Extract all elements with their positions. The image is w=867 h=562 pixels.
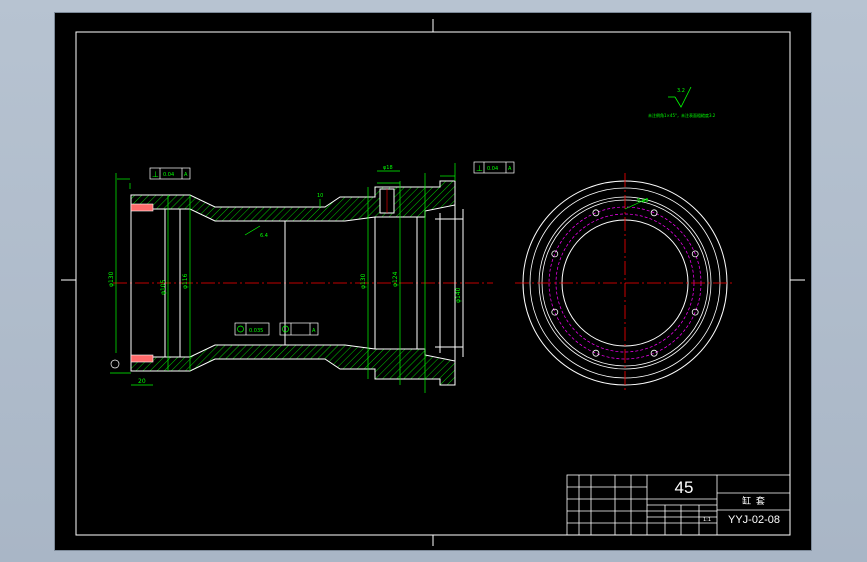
tolerance-frame-left — [149, 167, 191, 180]
roughness-value: 3.2 — [677, 88, 685, 94]
dim-right-bore: φ130 — [360, 273, 367, 289]
dimension-lines — [110, 163, 456, 393]
tol-right-datum: A — [508, 166, 512, 172]
bolt-holes — [551, 209, 699, 357]
scale-value: 1:1 — [703, 517, 711, 523]
bolt-hole — [592, 349, 600, 357]
part-name-label: 缸 套 — [742, 497, 766, 507]
dim-roughness-section: 6.4 — [260, 233, 268, 239]
dim-holes: 8-φ8 — [637, 198, 648, 204]
tolerance-frame-right — [473, 161, 515, 174]
dim-right-outer: φ140 — [455, 287, 462, 303]
tol-left-datum: A — [184, 172, 188, 178]
dim-groove: φ18 — [383, 165, 393, 171]
bolt-hole — [691, 308, 699, 316]
tolerance-frame-coaxial — [234, 322, 319, 336]
tol-coaxial-value: 0.035 — [249, 328, 263, 334]
dim-width-10: 10 — [317, 193, 323, 199]
title-block — [566, 474, 791, 536]
dim-flange: φ124 — [392, 271, 399, 287]
datum-marker — [110, 359, 120, 369]
tol-coaxial-datum: A — [312, 328, 316, 334]
note-text: 未注倒角1×45°，未注表面粗糙度3.2 — [648, 112, 716, 118]
bolt-hole — [650, 209, 658, 217]
tol-left-value: 0.04 — [163, 172, 174, 178]
material-label: 45 — [674, 478, 694, 497]
bolt-hole — [551, 308, 559, 316]
dim-left-outer: φ130 — [108, 271, 115, 287]
drawing-code-label: YYJ-02-08 — [728, 514, 780, 526]
lower-wall-section — [130, 344, 456, 386]
dim-mid: φ116 — [182, 273, 189, 289]
centering-marks — [61, 19, 805, 546]
roughness-note: 3.2 未注倒角1×45°，未注表面粗糙度3.2 — [648, 86, 716, 118]
dim-width-20: 20 — [138, 378, 146, 385]
tol-left-symbol: ⊥ — [152, 170, 159, 179]
bolt-hole — [592, 209, 600, 217]
tol-right-value: 0.04 — [487, 166, 498, 172]
bolt-hole — [691, 250, 699, 258]
left-slot-top — [130, 203, 154, 212]
left-slot-bottom — [130, 354, 154, 363]
end-view: 8-φ8 — [515, 173, 735, 393]
drawing-sheet: φ130 φ105 φ116 φ130 φ124 φ140 φ18 20 10 … — [55, 13, 811, 550]
bolt-hole — [650, 349, 658, 357]
tol-right-symbol: ⊥ — [476, 164, 483, 173]
dim-left-bore: φ105 — [160, 279, 167, 295]
bolt-hole — [551, 250, 559, 258]
drawing-canvas: φ130 φ105 φ116 φ130 φ124 φ140 φ18 20 10 … — [61, 19, 805, 546]
section-view: φ130 φ105 φ116 φ130 φ124 φ140 φ18 20 10 … — [108, 161, 515, 393]
